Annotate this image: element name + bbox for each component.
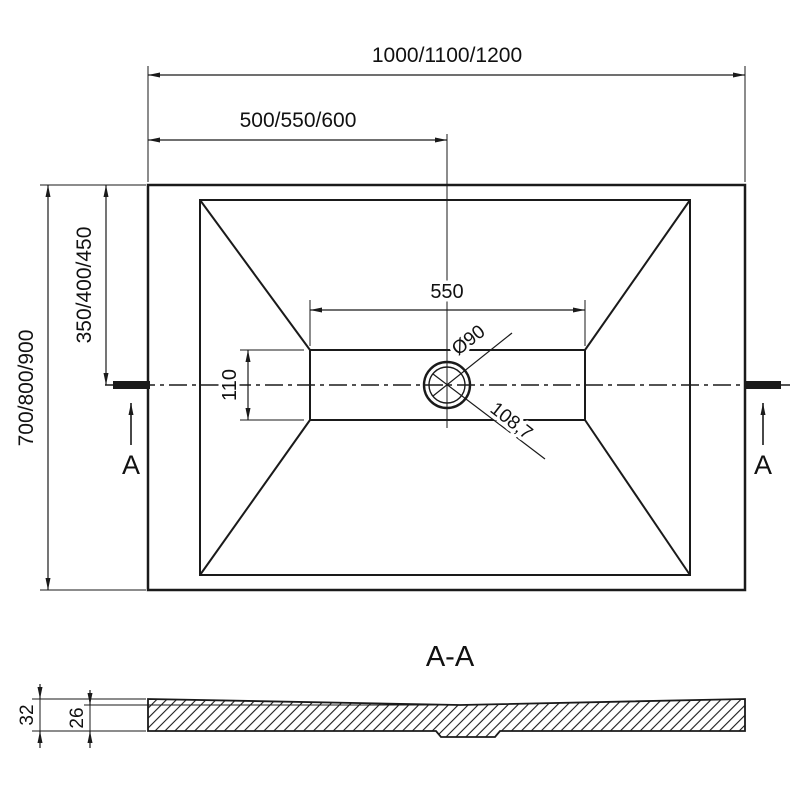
dim-overall-height-text: 700/800/900 (15, 330, 38, 447)
section-label-left: A (122, 450, 140, 480)
top-view: 1000/1100/1200 500/550/600 700/800/900 3… (15, 44, 790, 592)
drain-diagonal-text: 108,7 (486, 398, 536, 444)
dim-flat-height-text: 110 (219, 369, 241, 401)
slope-edge-line (199, 199, 311, 351)
slope-edge-line (584, 419, 691, 576)
section-profile (147, 698, 746, 738)
dim-thickness-edge-text: 26 (67, 707, 88, 728)
drain-diameter-text: Ø90 (448, 321, 489, 360)
drain-inner-circle (428, 366, 466, 404)
dim-thickness-total-text: 32 (17, 704, 38, 725)
dim-flat-width-text: 550 (430, 281, 463, 303)
section-title: A-A (426, 641, 475, 673)
slope-edge-line (584, 199, 691, 351)
drain-cross-line (432, 332, 513, 397)
drain-channel-outline (309, 349, 586, 421)
slope-edge-line (199, 419, 311, 576)
tray-rim-inner-edge (199, 199, 691, 576)
dim-half-height-text: 350/400/450 (73, 227, 96, 344)
dim-overall-width-text: 1000/1100/1200 (372, 44, 522, 67)
drain-cross-line (432, 373, 546, 460)
dim-half-width-text: 500/550/600 (240, 109, 357, 132)
section-view: A-A 32 26 (17, 641, 746, 748)
section-label-right: A (754, 450, 772, 480)
drain-outer-circle (422, 360, 472, 410)
